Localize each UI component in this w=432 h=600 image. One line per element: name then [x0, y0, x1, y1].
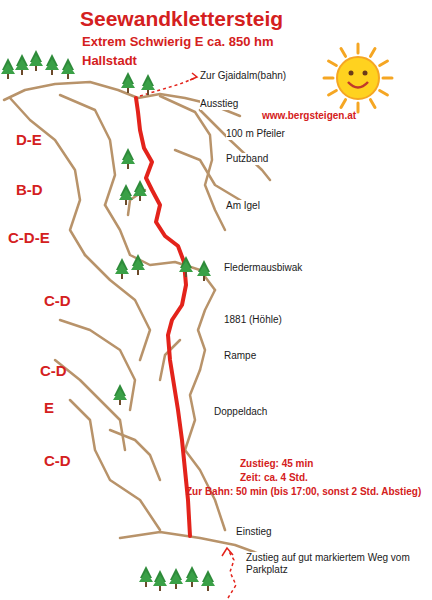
- title: Seewandklettersteig: [80, 6, 283, 31]
- grade-label: B-D: [16, 181, 45, 199]
- section-label: Am Igel: [226, 200, 262, 212]
- section-label: Rampe: [224, 350, 258, 362]
- grade-label: C-D: [44, 292, 73, 310]
- tree: [139, 566, 153, 587]
- trail-dotted: [140, 78, 195, 96]
- grade-label: C-D: [40, 362, 69, 380]
- grade-label: E: [44, 399, 56, 417]
- grade-label: D-E: [16, 131, 44, 149]
- tree: [119, 184, 133, 205]
- trail-arrow: [190, 73, 197, 80]
- info-note: Zustieg: 45 min: [240, 458, 315, 470]
- tree: [179, 256, 193, 277]
- tree: [201, 570, 215, 591]
- website: www.bergsteigen.at: [262, 110, 358, 122]
- tree: [121, 148, 135, 169]
- grade-label: C-D-E: [8, 229, 52, 247]
- exit-label: Ausstieg: [200, 98, 240, 110]
- info-note: Zur Bahn: 50 min (bis 17:00, sonst 2 Std…: [184, 486, 428, 498]
- tree: [115, 258, 129, 279]
- tree: [113, 384, 127, 405]
- tree: [45, 54, 59, 75]
- info-note: Zeit: ca. 4 Std.: [240, 472, 310, 484]
- sun-symbol: [324, 44, 392, 112]
- section-label: 100 m Pfeiler: [226, 128, 287, 140]
- section-label: 1881 (Höhle): [224, 314, 284, 326]
- tree: [197, 260, 211, 281]
- section-label: Putzband: [226, 153, 270, 165]
- approach-note: Zustieg auf gut markiertem Weg vom Parkp…: [246, 552, 418, 576]
- tree: [133, 180, 147, 201]
- tree: [61, 58, 75, 79]
- trail-arrow: [222, 548, 233, 556]
- place-name: Hallstadt: [82, 53, 139, 69]
- trail-dotted: [228, 550, 236, 598]
- tree: [141, 74, 155, 95]
- direction-note: Zur Gjaidalm(bahn): [200, 70, 288, 82]
- tree: [1, 58, 15, 79]
- tree: [169, 568, 183, 589]
- section-label: Doppeldach: [214, 406, 269, 418]
- route-line: [136, 98, 190, 536]
- subtitle: Extrem Schwierig E ca. 850 hm: [82, 34, 275, 50]
- section-label: Fledermausbiwak: [224, 262, 304, 274]
- grade-label: C-D: [44, 452, 73, 470]
- tree: [131, 254, 145, 275]
- tree: [29, 50, 43, 71]
- entry-label: Einstieg: [236, 526, 274, 538]
- tree: [121, 72, 135, 93]
- tree: [15, 54, 29, 75]
- tree: [153, 570, 167, 591]
- tree: [185, 566, 199, 587]
- tree-group: [1, 50, 215, 591]
